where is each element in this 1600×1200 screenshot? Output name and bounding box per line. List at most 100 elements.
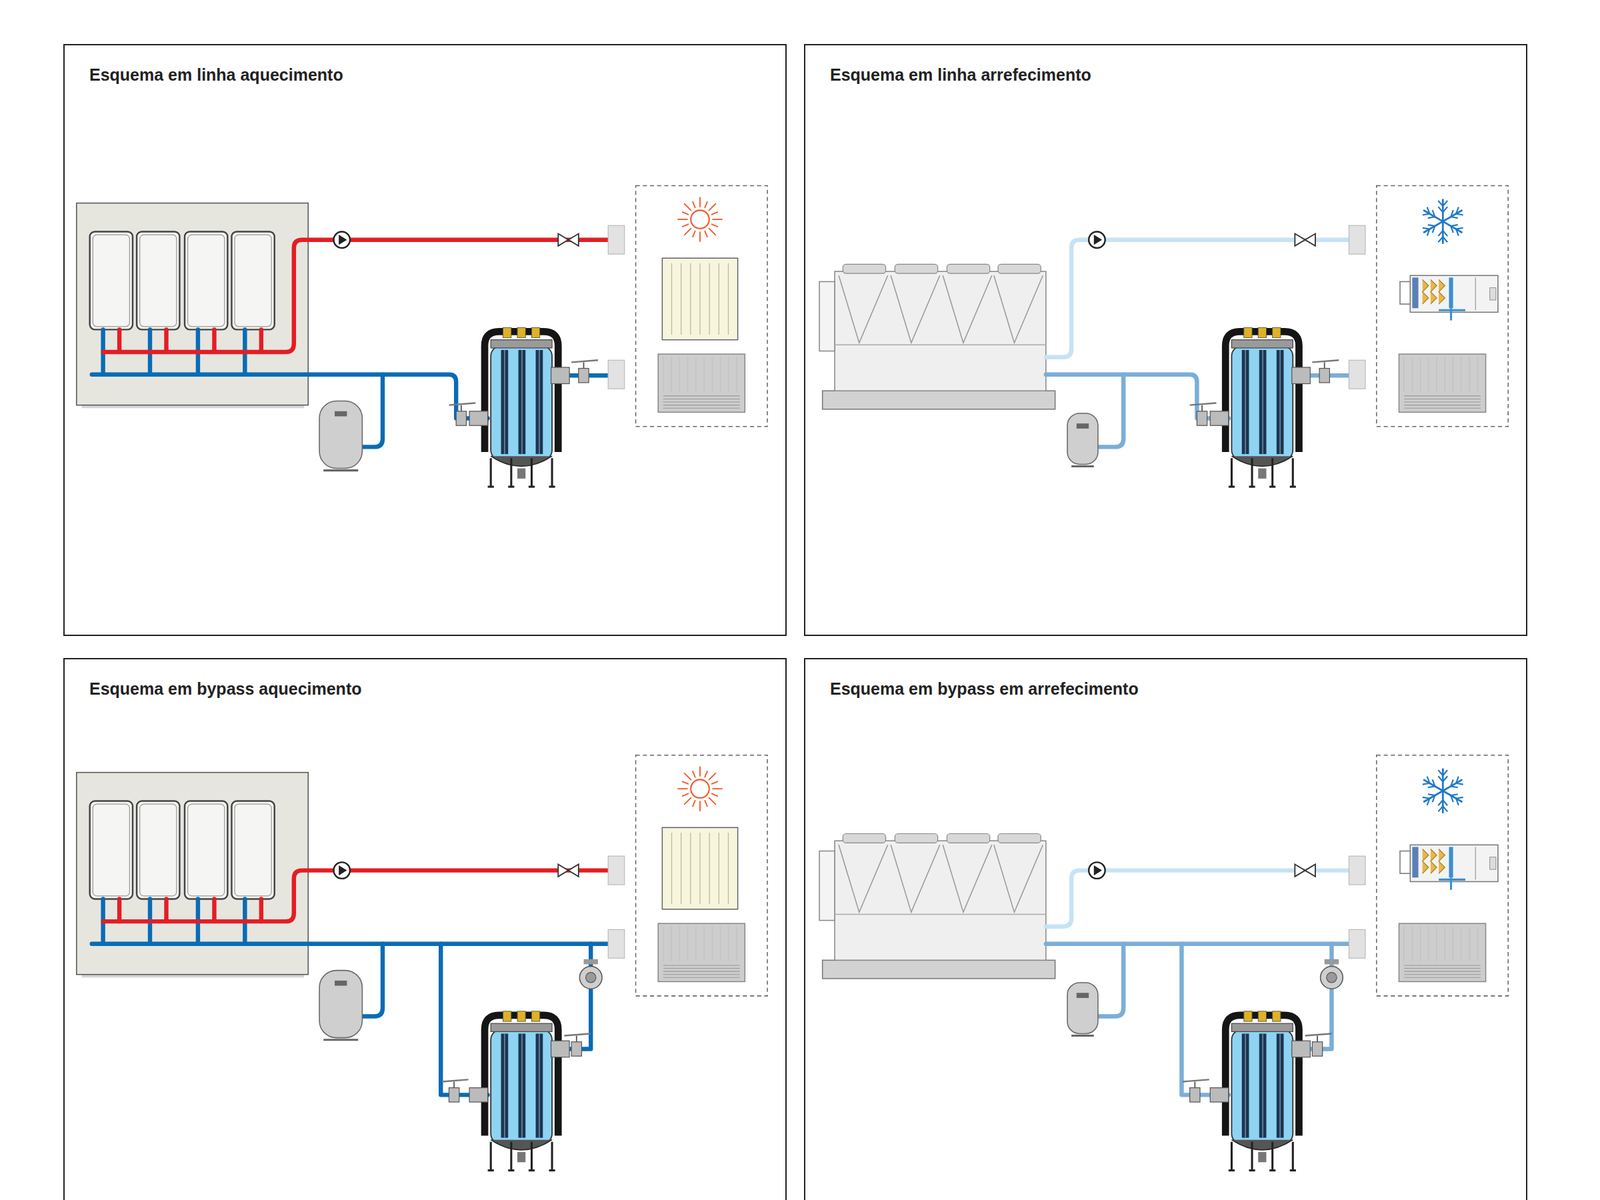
- leg-foot: [528, 486, 535, 488]
- ahu-damper: [1400, 851, 1410, 874]
- valve-body: [456, 411, 466, 426]
- pump-eye: [1326, 972, 1337, 983]
- dirt-separator-filter: [1225, 327, 1299, 487]
- fan-coil-slat: [1452, 926, 1454, 962]
- cooling-scheme: [819, 186, 1508, 488]
- ball-valve: [1312, 360, 1339, 383]
- valve-handle: [1182, 1079, 1210, 1082]
- leg-foot: [1248, 486, 1255, 488]
- valve-body: [1319, 368, 1330, 383]
- panel-title: Esquema em linha arrefecimento: [827, 65, 1094, 85]
- valve-handle: [448, 403, 476, 406]
- lid-bolt: [517, 1011, 526, 1022]
- ball-valve: [571, 360, 598, 383]
- filter-lid: [1231, 340, 1293, 348]
- flake-arm: [1442, 790, 1462, 802]
- cartridge-rod: [538, 1034, 540, 1138]
- flake-branch: [1428, 224, 1436, 226]
- cartridge-rod: [1244, 1034, 1246, 1138]
- fan-coil-grille: [663, 974, 740, 975]
- filter-body: [1231, 1029, 1293, 1144]
- lid-bolt: [1272, 327, 1281, 338]
- fan-coil-unit: [658, 923, 745, 982]
- bypass-inlet-pipe: [1181, 944, 1228, 1096]
- leg-foot: [1269, 486, 1276, 488]
- filter-cartridge: [501, 1034, 509, 1138]
- boiler-cascade: [76, 203, 308, 409]
- boiler-flow-stub: [117, 329, 122, 352]
- flake-branch: [1427, 229, 1430, 236]
- expansion-vessel: [319, 401, 362, 471]
- filter-lid: [490, 1023, 552, 1032]
- filter-leg: [1251, 458, 1254, 487]
- valve-body: [448, 1088, 459, 1102]
- coil-v: [890, 275, 940, 343]
- pump-casing: [1320, 966, 1344, 989]
- sun-ray: [704, 230, 708, 238]
- boiler-unit: [90, 801, 133, 900]
- leg-foot: [1228, 486, 1235, 488]
- fan-coil-grille: [663, 404, 740, 406]
- terminal-units-zone: [636, 755, 768, 996]
- fan-coil-grille: [663, 977, 740, 978]
- fan-coil-slat: [704, 357, 705, 392]
- valve-stem: [583, 362, 585, 368]
- filter-cartridge: [536, 1034, 544, 1138]
- cartridge-rod: [1279, 1034, 1281, 1138]
- leg-foot: [528, 1169, 535, 1172]
- fan-coil-slat: [1412, 926, 1413, 962]
- boiler-flow-stub: [212, 898, 216, 922]
- boiler-flow-stub: [259, 329, 264, 352]
- heating-scheme: [76, 755, 768, 1171]
- flake-branch: [1442, 770, 1448, 776]
- sun-ray: [699, 801, 701, 812]
- scheme-panel: Esquema em bypass aquecimento: [63, 658, 787, 1200]
- filter-leg: [1271, 458, 1274, 487]
- sun-ray: [692, 201, 696, 208]
- sun-ray: [699, 766, 701, 776]
- fan-coil-slat: [1477, 926, 1478, 962]
- filter-bottom: [1231, 456, 1293, 466]
- cartridge-rod: [1262, 350, 1264, 454]
- terminal-connection: [608, 929, 624, 958]
- filter-lid: [490, 340, 552, 348]
- vessel-label-plate: [334, 411, 347, 417]
- filter-bottom: [1231, 1140, 1293, 1150]
- fan-coil-grille: [663, 971, 740, 972]
- valve-handle: [571, 360, 598, 362]
- pump-symbol: [334, 862, 350, 878]
- fan-coil-grille: [663, 395, 740, 396]
- sun-ray: [711, 212, 718, 215]
- outlet-fitting: [1292, 367, 1311, 384]
- radiator-column: [671, 263, 672, 335]
- sun-ray: [708, 797, 716, 805]
- valve-stem: [576, 1036, 578, 1042]
- flake-branch: [1422, 228, 1430, 230]
- radiator-column: [699, 832, 700, 904]
- fan-coil-slat: [662, 357, 664, 392]
- sun-ray: [699, 196, 701, 207]
- lid-bolt: [531, 1011, 540, 1022]
- pump-flange: [1324, 959, 1339, 965]
- air-handling-unit: [1400, 844, 1498, 890]
- filter-leg: [490, 458, 492, 487]
- lid-bolt: [517, 327, 526, 338]
- fan-coil-slat: [1469, 926, 1470, 962]
- ahu-partition: [1475, 846, 1476, 880]
- fan-coil-slat: [720, 357, 721, 392]
- valve-body: [578, 368, 589, 383]
- fan-coil-slat: [1404, 357, 1405, 392]
- filter-leg: [1230, 1142, 1233, 1171]
- lid-bolt: [531, 327, 540, 338]
- cooling-snowflake-icon: [1422, 198, 1464, 244]
- filter-leg: [510, 1142, 512, 1171]
- fan-coil-slat: [662, 926, 664, 962]
- return-pipe: [92, 942, 611, 946]
- leg-foot: [508, 486, 514, 488]
- vessel-body: [1067, 982, 1098, 1034]
- lid-bolt: [1244, 1011, 1252, 1022]
- coil-v: [942, 844, 992, 912]
- boiler-cascade: [76, 772, 308, 978]
- ball-valve: [442, 1079, 469, 1102]
